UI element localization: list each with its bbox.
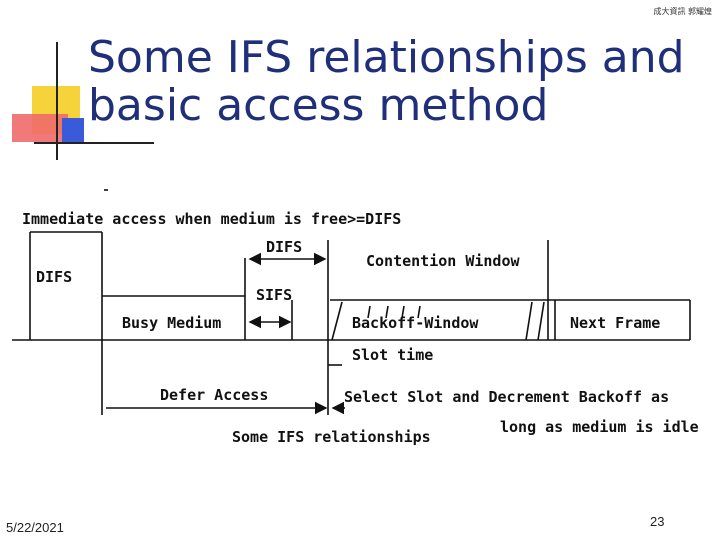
label-select-slot-line2: long as medium is idle [500,418,699,436]
label-backoff-window: Backoff-Window [352,314,479,332]
caption-bottom: Some IFS relationships [232,428,431,446]
title-line-2: basic access method [88,80,549,131]
page-number: 23 [650,514,665,529]
footer-date: 5/22/2021 [6,520,64,535]
label-busy-medium: Busy Medium [122,314,222,332]
label-slot-time: Slot time [352,346,434,364]
label-contention-window: Contention Window [366,252,520,270]
corner-note: 成大資訊 郭耀煌 [653,7,712,16]
deco-vertical-line [56,42,58,160]
caption-top: Immediate access when medium is free>=DI… [22,210,402,228]
title-line-1: Some IFS relationships and [88,32,685,83]
label-next-frame: Next Frame [570,314,661,332]
deco-blue-block [62,118,84,142]
label-difs-top: DIFS [266,238,303,256]
timing-lines [12,189,691,415]
label-sifs: SIFS [256,286,293,304]
label-difs-left: DIFS [36,268,73,286]
label-select-slot-line1: Select Slot and Decrement Backoff as [344,388,670,406]
deco-horizontal-line [34,142,154,144]
page-title: Some IFS relationships and basic access … [88,34,685,130]
label-defer-access: Defer Access [160,386,269,404]
ifs-timing-diagram: Immediate access when medium is free>=DI… [0,180,720,470]
deco-red-block [12,114,68,142]
